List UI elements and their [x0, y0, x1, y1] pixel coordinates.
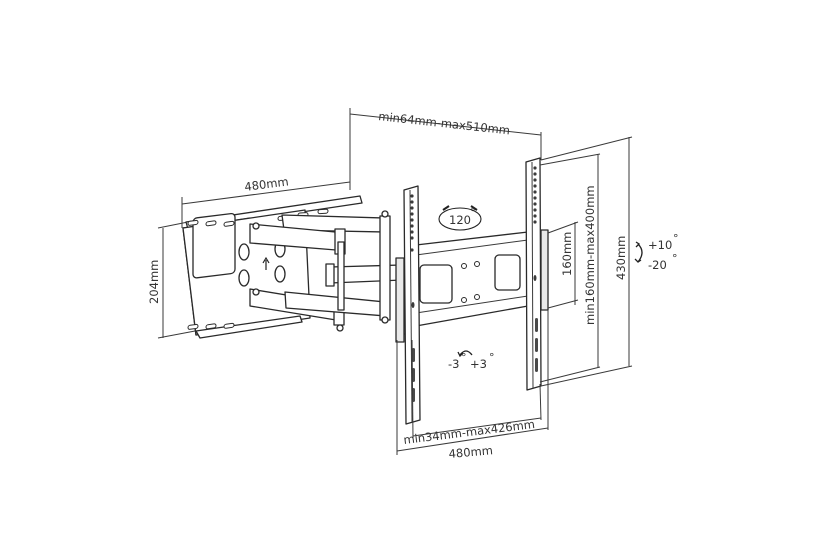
- svg-text:°: °: [461, 351, 467, 364]
- label-bottom-vesa: min34mm-max426mm: [403, 417, 536, 447]
- label-total-height: 430mm: [614, 236, 628, 280]
- up-arrow-icon: [262, 256, 270, 270]
- dimension-wall-plate-width: 480mm: [181, 174, 351, 228]
- label-swivel: 120: [449, 213, 471, 227]
- vesa-arm-left-holes: [410, 194, 415, 308]
- svg-text:°: °: [489, 351, 495, 364]
- label-bottom-total: 480mm: [448, 443, 493, 461]
- dimension-bottom-total: 480mm: [396, 310, 549, 461]
- dimension-top-depth: min64mm-max510mm: [349, 108, 542, 190]
- dimension-total-height: 430mm: [540, 136, 633, 387]
- tilt-indicator: +10 ° -20 °: [634, 232, 679, 272]
- label-wall-plate-width: 480mm: [244, 174, 290, 194]
- vesa-arm-right-holes: [533, 166, 537, 281]
- label-tilt-down: -20: [648, 258, 667, 272]
- label-rotation-right: +3: [470, 357, 487, 371]
- articulating-arms: [249, 210, 404, 332]
- label-vesa-vertical: min160mm-max400mm: [583, 185, 597, 325]
- label-tilt-up: +10: [648, 238, 672, 252]
- vesa-arm-left: [395, 185, 421, 425]
- label-arm-height: 160mm: [560, 232, 574, 276]
- dimension-arm-height: 160mm: [547, 221, 579, 309]
- label-top-depth: min64mm-max510mm: [378, 109, 511, 137]
- swivel-indicator: 120 °: [438, 205, 482, 231]
- svg-text:°: °: [470, 206, 476, 219]
- wall-plate-slots-bottom: [187, 322, 235, 330]
- svg-text:°: °: [672, 252, 678, 265]
- label-rotation-left: -3: [448, 357, 459, 371]
- vesa-arm-right: [525, 157, 549, 391]
- rotation-indicator: -3 ° +3 °: [448, 350, 495, 371]
- label-wall-plate-height: 204mm: [147, 260, 161, 304]
- dimension-wall-plate-height: 204mm: [147, 221, 196, 339]
- svg-text:°: °: [673, 232, 679, 245]
- dimension-vesa-vertical: min160mm-max400mm: [539, 153, 601, 383]
